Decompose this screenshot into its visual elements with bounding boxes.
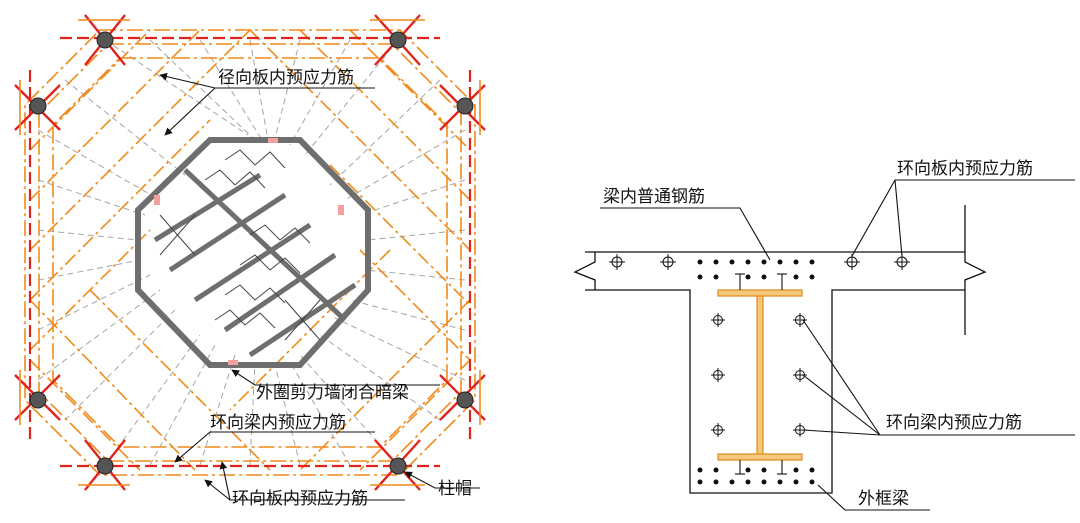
ring-slab-tendon-label: 环向板内预应力筋 [232,489,368,509]
column [96,457,114,475]
outer-frame-beam-label: 外框梁 [858,489,909,509]
floor-plan: 径向板内预应力筋 外圈剪力墙闭合暗梁 环向梁内预应力筋 环向板内预应力筋 柱帽 [14,14,486,509]
ring-beam-red [28,36,472,468]
plan-leaders [159,72,480,501]
column-cap-label: 柱帽 [438,479,472,499]
corner-orange-ticks [19,19,481,486]
section-leaders [600,179,1075,511]
core-wall [135,137,371,368]
column [389,31,407,49]
top-rebars [697,259,815,485]
beam-rebar-label: 梁内普通钢筋 [603,187,705,207]
section-ring-beam-tendon-label: 环向梁内预应力筋 [886,413,1022,433]
slab-tendons [609,254,910,270]
column [456,97,474,115]
section-ring-slab-tendon-label: 环向板内预应力筋 [897,159,1033,179]
core-wall-beam-label: 外圈剪力墙闭合暗梁 [256,383,409,403]
radial-slab-tendon-label: 径向板内预应力筋 [218,68,354,88]
section-outline [573,205,987,494]
beam-tendons [711,313,807,437]
beam-section: 环向板内预应力筋 梁内普通钢筋 环向梁内预应力筋 外框梁 [573,159,1075,511]
column [389,457,407,475]
column [456,391,474,409]
ring-tendons [24,29,476,476]
shear-studs [735,273,787,475]
steel-i-beam [717,289,803,461]
column [29,97,47,115]
columns [29,31,474,475]
column [29,391,47,409]
ring-beam-tendon-label: 环向梁内预应力筋 [210,413,346,433]
column [96,31,114,49]
diagonal-tendons [29,29,471,471]
